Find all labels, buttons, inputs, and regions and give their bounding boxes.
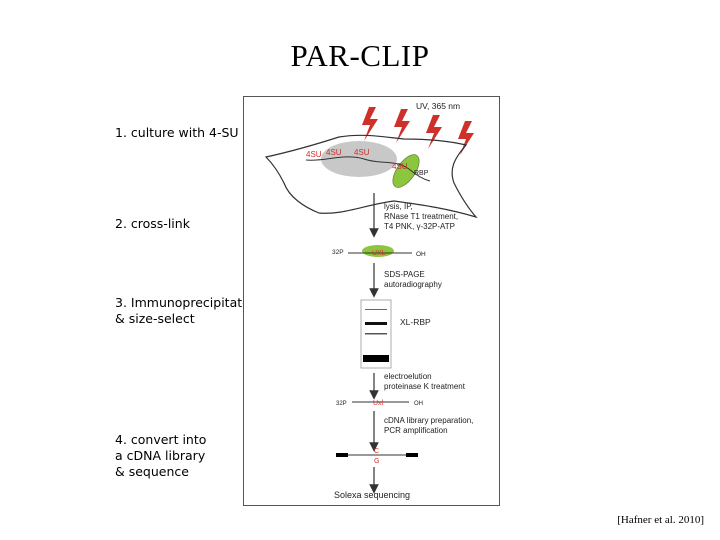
gel-label: XL-RBP bbox=[400, 317, 431, 327]
lysis-line-2: RNase T1 treatment, bbox=[384, 212, 458, 221]
cdna-line-2: PCR amplification bbox=[384, 426, 448, 435]
xl-center-label: UXL bbox=[372, 250, 386, 257]
xl-center-label-b: Uxl bbox=[373, 400, 384, 407]
su-label-3: 4SU bbox=[354, 148, 370, 157]
cg-bottom-label: G bbox=[374, 458, 379, 465]
radiolabel-5p: 32P bbox=[332, 249, 344, 256]
figure-canvas: UV, 365 nm 4SU 4SU 4SU 4SU RBP lysis, IP… bbox=[264, 101, 478, 500]
lysis-line-3: T4 PNK, γ-32P-ATP bbox=[384, 222, 455, 231]
radiolabel-5p-b: 32P bbox=[336, 401, 347, 407]
step-3-label: 3. Immunoprecipitate & size-select bbox=[115, 295, 250, 326]
uv-label: UV, 365 nm bbox=[416, 101, 460, 111]
par-clip-figure: UV, 365 nm 4SU 4SU 4SU 4SU RBP lysis, IP… bbox=[243, 96, 500, 506]
final-label: Solexa sequencing bbox=[334, 490, 410, 500]
su-label-1: 4SU bbox=[306, 150, 322, 159]
cdna-adapter-left bbox=[336, 453, 348, 457]
sds-line-2: autoradiography bbox=[384, 280, 442, 289]
step-4-label: 4. convert into a cDNA library & sequenc… bbox=[115, 432, 207, 479]
rbp-label: RBP bbox=[414, 170, 429, 177]
citation: [Hafner et al. 2010] bbox=[617, 514, 704, 526]
su-label-4: 4SU bbox=[392, 162, 408, 171]
cg-top-label: C bbox=[374, 448, 379, 455]
rbp-fragment-blob bbox=[362, 245, 394, 257]
cell-outline bbox=[264, 134, 478, 219]
step-2-label: 2. cross-link bbox=[115, 216, 190, 231]
su-label-2: 4SU bbox=[326, 148, 342, 157]
cdna-line-1: cDNA library preparation, bbox=[384, 416, 473, 425]
uv-lightning-icon bbox=[362, 107, 474, 155]
oh-3p-label-b: OH bbox=[414, 401, 423, 407]
rbp-blob bbox=[392, 154, 420, 188]
gel-band-3 bbox=[365, 333, 387, 335]
oh-3p-label: OH bbox=[416, 251, 426, 258]
gel-band-2 bbox=[365, 322, 387, 325]
page-title: PAR-CLIP bbox=[290, 38, 430, 73]
lysis-line-1: lysis, IP, bbox=[384, 202, 413, 211]
sds-line-1: SDS-PAGE bbox=[384, 270, 425, 279]
electro-line-1: electroelution bbox=[384, 372, 432, 381]
gel-band-1 bbox=[365, 309, 387, 310]
cdna-adapter-right bbox=[406, 453, 418, 457]
gel-band-4 bbox=[363, 355, 389, 362]
electro-line-2: proteinase K treatment bbox=[384, 382, 466, 391]
nucleus bbox=[321, 141, 397, 177]
rna-strand bbox=[305, 156, 431, 182]
step-1-label: 1. culture with 4-SU bbox=[115, 125, 239, 140]
